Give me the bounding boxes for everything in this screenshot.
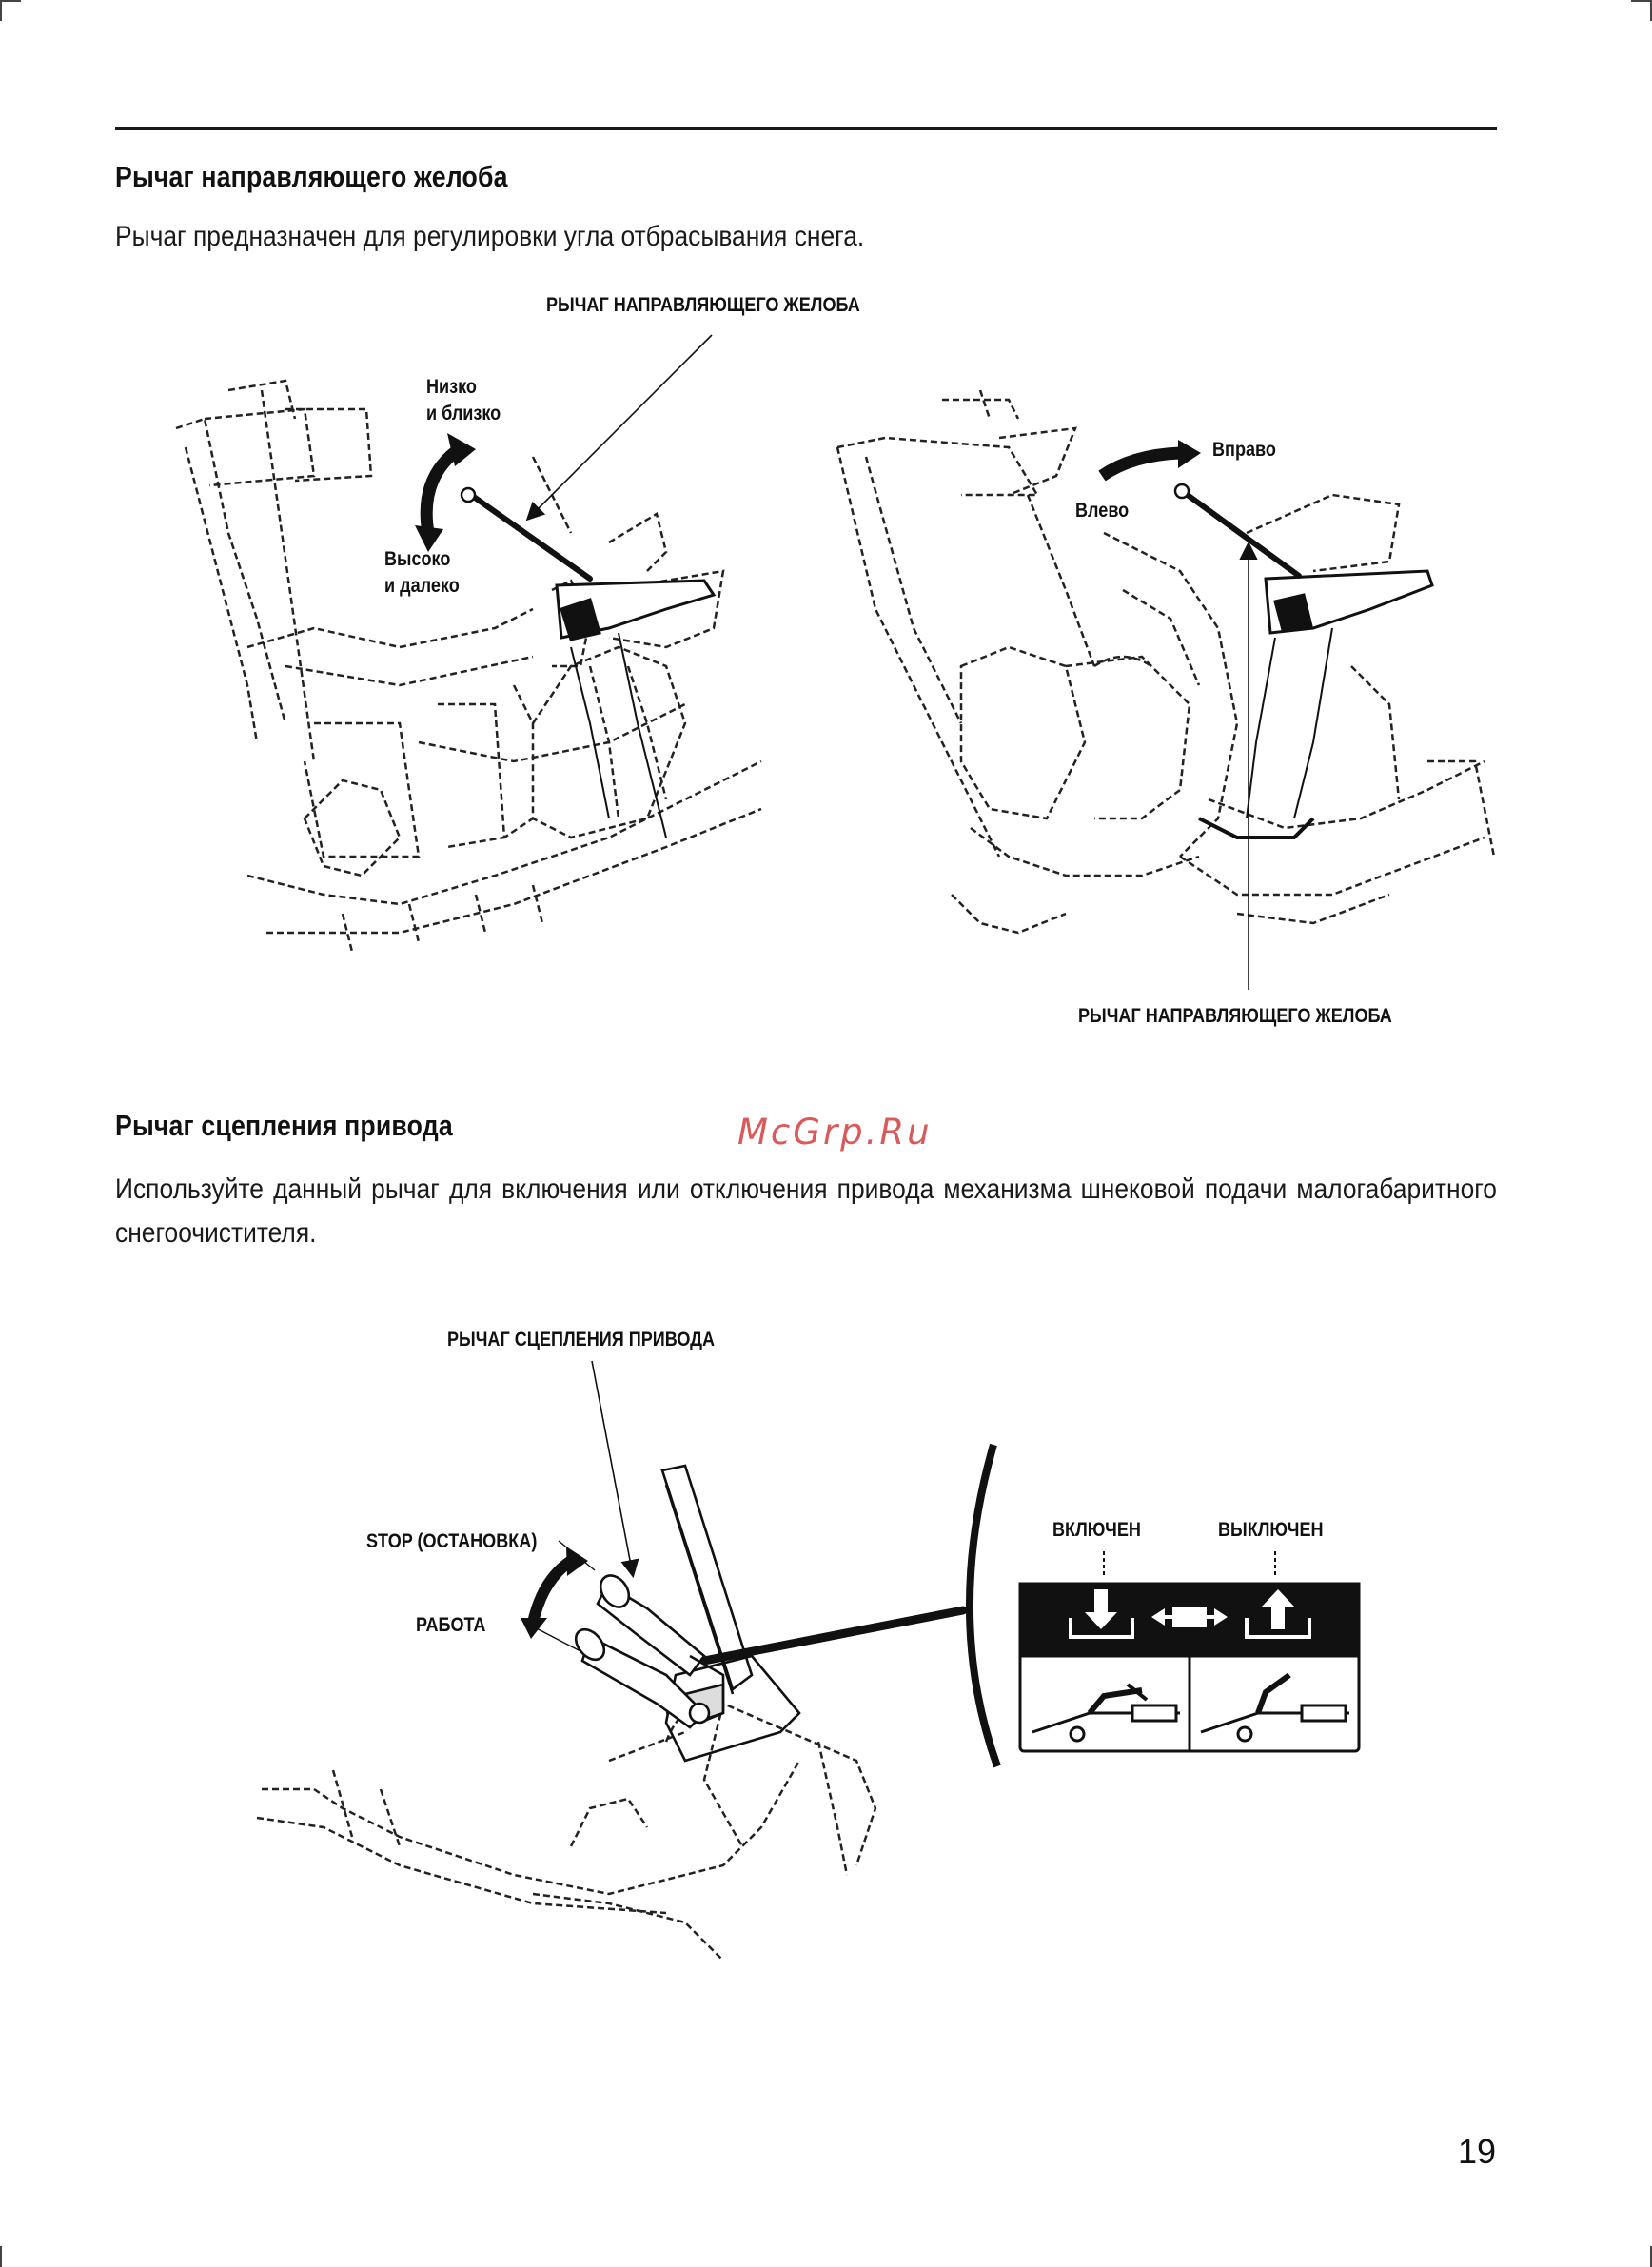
decal-bracket [965,1443,1001,1768]
decal-off-arrow-icon [1245,1589,1311,1639]
snowblower-right-drawing [836,389,1496,935]
off-label: ВЫКЛЮЧЕН [1218,1519,1324,1541]
stop-work-arrow-icon [527,1556,575,1625]
left-label: Влево [1075,500,1130,522]
snowblower-left-drawing [175,379,762,953]
arrow-head-up [447,433,476,466]
right-label: Вправо [1212,439,1276,461]
crop-mark-bottom-left [0,2246,2,2267]
section-heading-chute-lever: Рычаг направляющего желоба [115,160,508,193]
work-label: РАБОТА [416,1614,486,1636]
decal-leader-line [699,1606,968,1666]
watermark: McGrp.Ru [738,1112,933,1153]
high-far-label-line2: и далеко [384,575,460,597]
chute-lever-rod-right [1182,490,1302,579]
chute-deflector-left [555,579,717,838]
crop-mark-bottom-right [1650,2246,1652,2267]
callout-line-left [525,334,713,522]
crop-mark-top-right [1631,0,1652,2]
arrow-head-down [415,525,443,552]
high-far-label-line1: Высоко [384,548,451,570]
decal-lever-released-icon [1200,1672,1349,1743]
decal-on-arrow-icon [1069,1589,1134,1639]
crop-mark-top-left [0,0,21,2]
section-text-clutch-lever: Используйте данный рычаг для включения и… [115,1168,1497,1255]
on-label: ВКЛЮЧЕН [1052,1519,1141,1541]
decal-swap-icon [1151,1607,1228,1627]
paragraph: Рычаг предназначен для регулировки угла … [115,221,865,252]
section-heading-clutch-lever: Рычаг сцепления привода [115,1109,453,1142]
chute-deflector-right [1198,569,1434,839]
stop-label: STOP (ОСТАНОВКА) [366,1530,538,1552]
handlebar-drawing [256,1701,877,1961]
left-right-arrow-icon [1098,446,1181,482]
crop-mark-top-right [1650,0,1652,21]
page-number: 19 [1458,2132,1497,2171]
chute-lever-callout-top: РЫЧАГ НАПРАВЛЯЮЩЕГО ЖЕЛОБА [546,294,860,316]
arrow-head-work [521,1618,547,1639]
arrow-head-stop [566,1547,588,1576]
low-close-label-line1: Низко [426,376,477,398]
lever-knob-right [1173,483,1190,500]
chute-lever-rod-left [468,492,593,582]
low-close-label-line2: и близко [426,403,502,424]
callout-line-clutch [591,1360,639,1579]
top-rule [115,127,1497,130]
decal-lever-engaged-icon [1032,1683,1180,1743]
chute-lever-callout-bottom: РЫЧАГ НАПРАВЛЯЮЩЕГО ЖЕЛОБА [1078,1005,1392,1027]
lever-knob-left [460,486,477,503]
arrow-head-right [1178,440,1201,468]
section-text-chute-lever: Рычаг предназначен для регулировки угла … [115,215,1497,259]
clutch-lever [574,1574,725,1729]
crop-mark-top-left [0,0,2,21]
paragraph: Используйте данный рычаг для включения и… [115,1173,1497,1249]
clutch-lever-callout: РЫЧАГ СЦЕПЛЕНИЯ ПРИВОДА [447,1329,716,1350]
